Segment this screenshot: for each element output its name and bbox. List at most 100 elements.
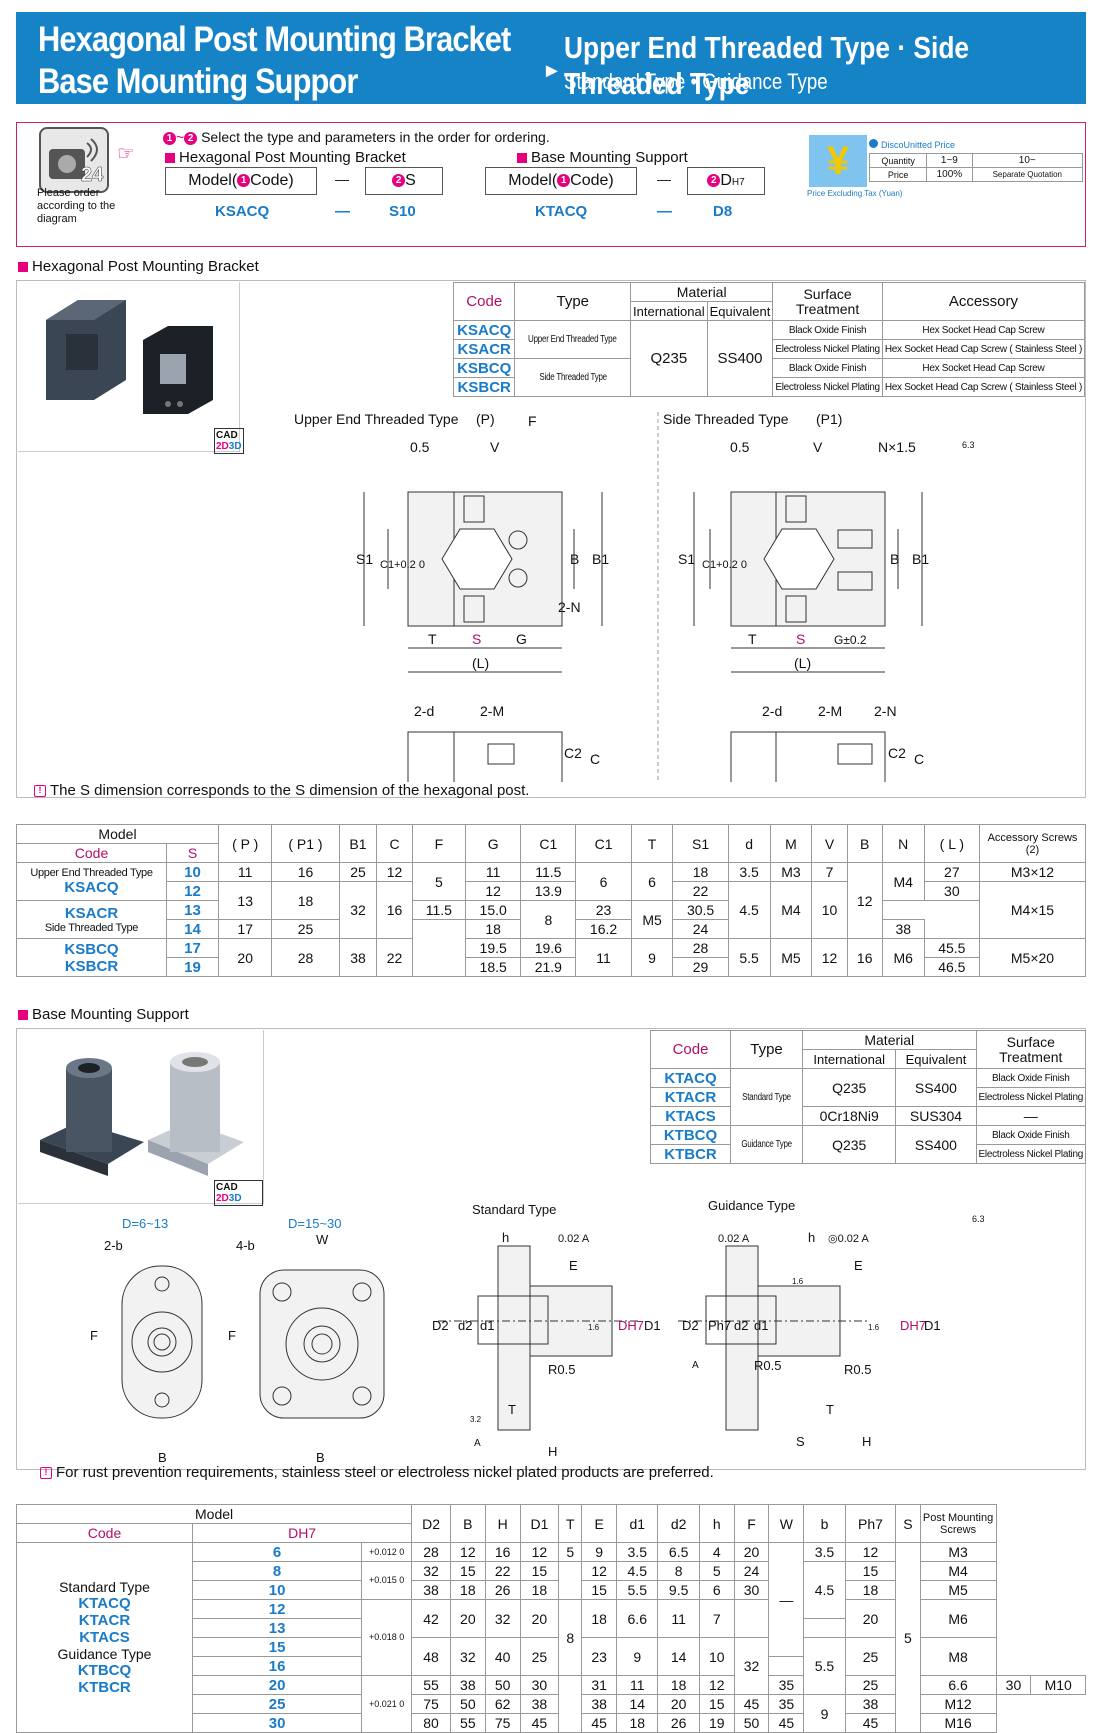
cell: 5 [411, 862, 467, 901]
cell: 12 [844, 1542, 897, 1562]
cell: M10 [1030, 1675, 1086, 1695]
cell: 16.2 [575, 919, 632, 939]
cell: 6.6 [919, 1675, 997, 1695]
svg-text:d1: d1 [754, 1318, 768, 1333]
svg-text:0.5: 0.5 [730, 439, 750, 455]
cell: M4 [881, 862, 925, 901]
label-d-large: D=15~30 [288, 1216, 342, 1231]
subtitle-line-2: Standard Type • Guidance Type [564, 69, 828, 94]
arrow-icon: ► [542, 60, 562, 82]
svg-text:A: A [692, 1360, 699, 1371]
svg-text:S: S [472, 631, 481, 647]
svg-text:2-N: 2-N [558, 599, 581, 615]
cell: 5.5 [803, 1637, 846, 1695]
svg-text:C1+0.2 0: C1+0.2 0 [702, 559, 747, 571]
s-value: 10 [166, 862, 219, 882]
cell: 10 [811, 881, 848, 939]
svg-text:24: 24 [81, 164, 104, 186]
svg-text:E: E [569, 1258, 578, 1273]
s-value: 17 [166, 938, 219, 958]
pointing-hand-icon: ☞ [117, 143, 135, 165]
cell: M6 [919, 1599, 997, 1638]
cell: 22 [376, 938, 413, 977]
yuan-icon: ¥ [809, 135, 867, 187]
cell: 18 [616, 1713, 659, 1733]
svg-text:h: h [502, 1230, 509, 1245]
svg-text:N×1.5: N×1.5 [878, 439, 916, 455]
title-banner: Hexagonal Post Mounting Bracket Base Mou… [16, 12, 1086, 104]
cell: 22 [484, 1561, 521, 1581]
svg-text:T: T [826, 1402, 834, 1417]
cell: 11 [657, 1599, 700, 1638]
title-line-2: Base Mounting Suppor [38, 62, 358, 101]
svg-text:R0.5: R0.5 [844, 1362, 871, 1377]
svg-text:H: H [548, 1444, 557, 1459]
cell: 45 [581, 1713, 618, 1733]
cell: 21.9 [520, 957, 577, 977]
svg-text:d2: d2 [734, 1318, 748, 1333]
cell: M4×15 [979, 881, 1086, 939]
cell: M16 [919, 1713, 997, 1733]
svg-text:S: S [796, 631, 805, 647]
svg-text:V: V [813, 439, 823, 455]
cell: 30 [733, 1580, 770, 1600]
cell: M12 [919, 1694, 997, 1714]
example-model-2: KTACQ [535, 203, 588, 220]
cell: 18 [449, 1580, 486, 1600]
example-d: D8 [713, 203, 733, 220]
subtitle-line-1: Upper End Threaded Type · Side Threaded … [564, 30, 970, 101]
svg-text:C1+0.2 0: C1+0.2 0 [380, 559, 425, 571]
svg-text:T: T [508, 1402, 516, 1417]
cell: 15 [844, 1561, 897, 1581]
cell: 16 [484, 1542, 521, 1562]
d-value: 10 [191, 1580, 363, 1600]
note-s-dimension: !The S dimension corresponds to the S di… [34, 782, 529, 799]
cell: 18.5 [465, 957, 522, 977]
cell: 45 [768, 1713, 805, 1733]
cell: 6 [575, 862, 632, 901]
svg-text:B1: B1 [592, 551, 609, 567]
cell: 25 [338, 862, 378, 882]
cell: 9 [803, 1694, 846, 1733]
example-dash-2: — [657, 203, 672, 220]
example-s: S10 [389, 203, 416, 220]
svg-text:R0.5: R0.5 [754, 1358, 781, 1373]
cell: 14 [657, 1637, 700, 1676]
cell: M4 [919, 1561, 997, 1581]
cell: 27 [923, 862, 981, 882]
svg-text:B: B [570, 551, 579, 567]
svg-text:0.02 A: 0.02 A [718, 1233, 750, 1245]
cell [411, 919, 467, 977]
cell: 11 [616, 1675, 659, 1695]
cell [558, 1561, 583, 1600]
cell: 20 [519, 1599, 560, 1638]
cell: 5 [895, 1542, 921, 1733]
cell: 24 [733, 1561, 770, 1581]
cell: 18 [672, 862, 729, 882]
cell: 38 [881, 919, 925, 939]
svg-text:4-b: 4-b [236, 1238, 255, 1253]
section-support-header: Base Mounting Support [18, 1006, 189, 1023]
cell: 25 [844, 1637, 897, 1676]
svg-text:D2: D2 [432, 1318, 449, 1333]
cell: 12 [811, 938, 848, 977]
cell: 8 [520, 900, 577, 939]
cell: 5.5 [616, 1580, 659, 1600]
svg-text:(L): (L) [472, 655, 489, 671]
example-model-1: KSACQ [215, 203, 270, 220]
cell: 19.5 [465, 938, 522, 958]
cell: 14 [616, 1694, 659, 1714]
cell: 31 [581, 1675, 618, 1695]
cell: 5 [698, 1561, 735, 1581]
cell: 15.0 [465, 900, 522, 920]
svg-text:C: C [914, 751, 924, 767]
support-product-photo: CAD 2D3D [18, 1030, 264, 1206]
svg-text:G: G [516, 631, 527, 647]
svg-text:B: B [890, 551, 899, 567]
cell: M3 [769, 862, 813, 882]
cell: 11.5 [411, 900, 467, 920]
